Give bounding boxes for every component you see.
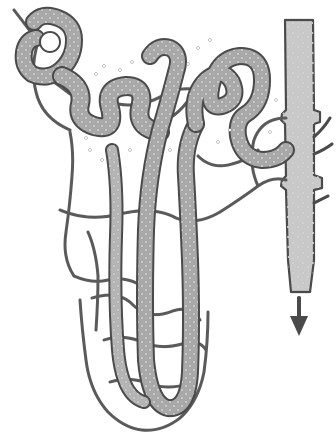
distal-tubule — [194, 56, 286, 160]
arrow-down-icon — [290, 298, 308, 336]
proximal-tubule — [62, 76, 160, 132]
